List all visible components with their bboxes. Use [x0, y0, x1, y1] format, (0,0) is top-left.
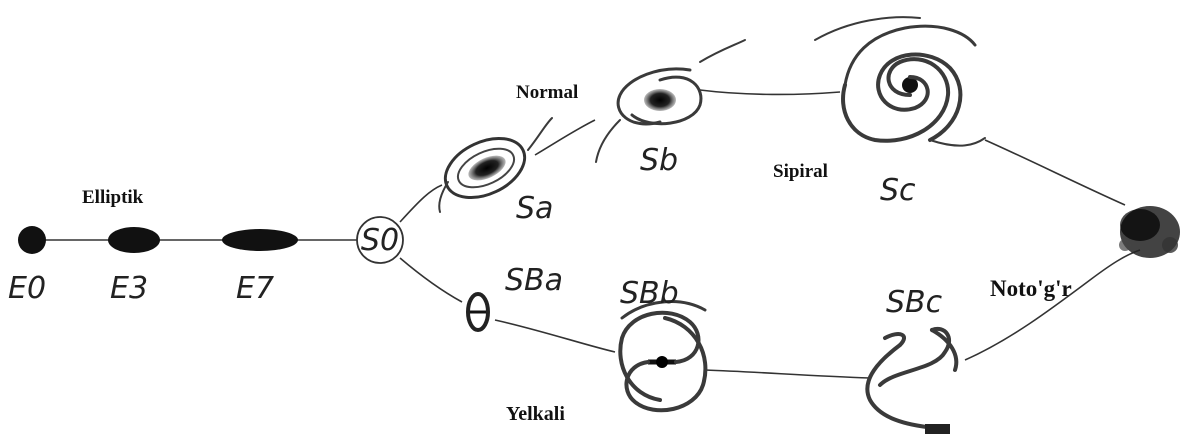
galaxy-sc [815, 17, 985, 145]
label-sc: Sc [880, 173, 916, 208]
barred-spiral-branch: Yelkali SBa SBb SBc [468, 263, 956, 434]
label-sba: SBa [505, 263, 563, 298]
galaxy-e0 [18, 226, 46, 254]
line-s0-sa [400, 185, 442, 222]
line-sbc-irr [965, 250, 1140, 360]
label-s0: S0 [361, 223, 399, 258]
line-sa-sb [535, 120, 595, 155]
galaxy-sbb [620, 302, 705, 411]
line-sb-sc [700, 90, 840, 94]
galaxy-e3 [108, 227, 160, 253]
line-sc-irr [985, 140, 1125, 205]
elliptical-galaxies: Elliptik E0 E3 E7 [8, 187, 298, 306]
label-sbc: SBc [886, 285, 943, 320]
irregular-galaxy: Noto'g'r [990, 206, 1180, 301]
galaxy-e7 [222, 229, 298, 251]
line-sbb-sbc [705, 370, 870, 378]
galaxy-sba [468, 294, 488, 330]
barred-heading: Yelkali [506, 403, 565, 425]
label-e0: E0 [8, 271, 46, 306]
label-e3: E3 [110, 271, 148, 306]
elliptical-heading: Elliptik [82, 187, 144, 208]
spiral-heading: Sipiral [773, 161, 828, 182]
label-sb: Sb [640, 143, 678, 178]
irregular-label: Noto'g'r [990, 276, 1072, 301]
label-sbb: SBb [620, 276, 679, 311]
label-sa: Sa [516, 191, 553, 226]
line-sba-sbb [495, 320, 615, 352]
line-s0-sba [400, 258, 462, 302]
normal-heading: Normal [516, 82, 578, 103]
lenticular-galaxy: S0 [357, 217, 403, 263]
galaxy-sbc [867, 329, 956, 434]
label-e7: E7 [236, 271, 274, 306]
normal-spiral-branch: Normal Sipiral Sa Sb Sc [436, 17, 985, 226]
connector-lines [32, 90, 1140, 378]
